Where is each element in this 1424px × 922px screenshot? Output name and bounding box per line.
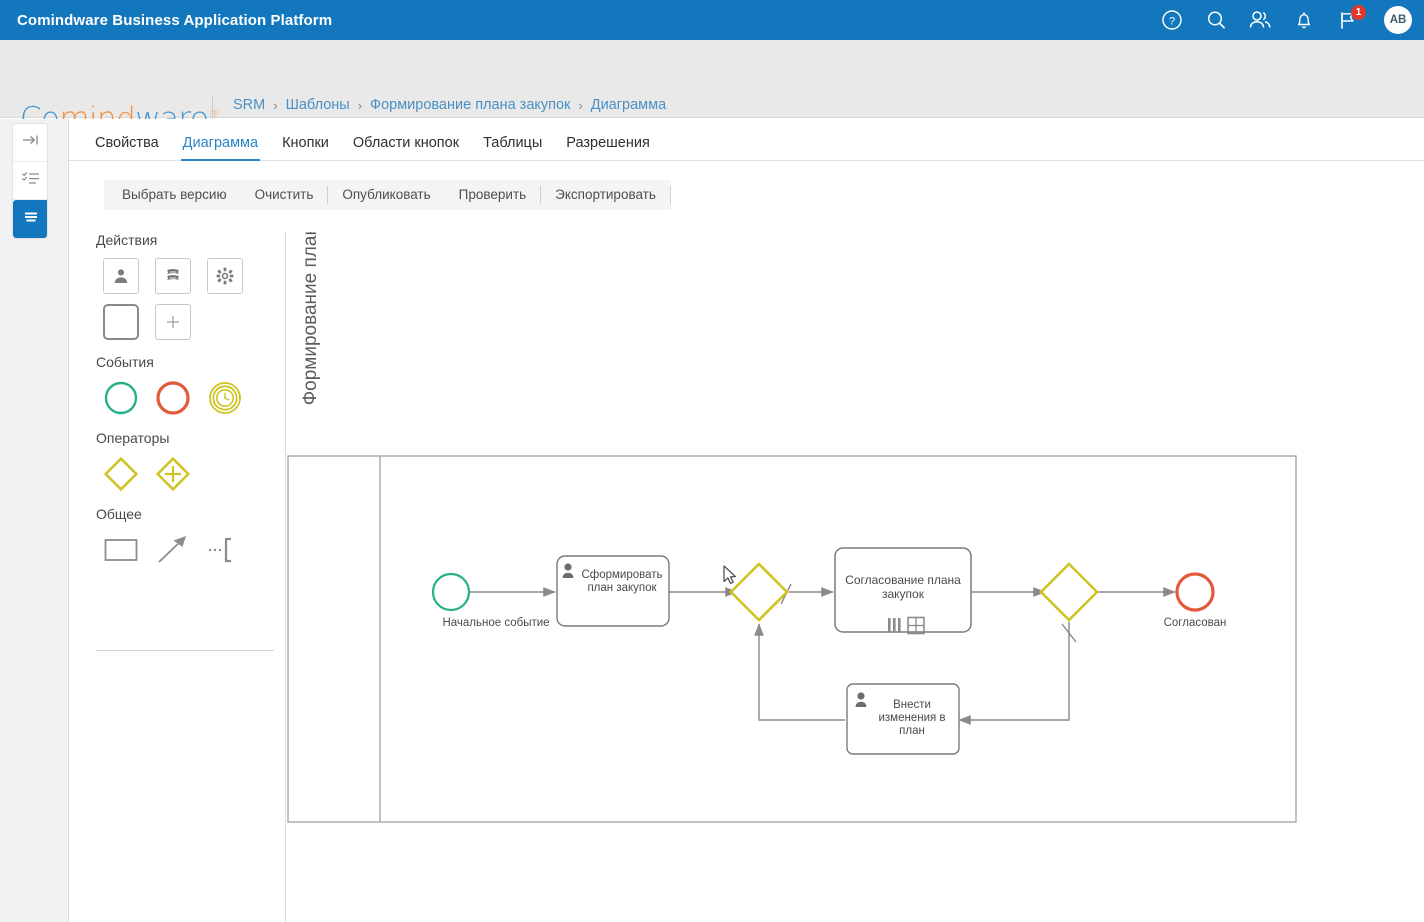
breadcrumb-item-process[interactable]: Формирование плана закупок [370,97,571,113]
select-version-button[interactable]: Выбрать версию [122,187,227,202]
export-button[interactable]: Экспортировать [555,187,656,202]
palette-section-gateways: Операторы [96,430,285,492]
palette-row [96,380,285,416]
arrow-connector-icon[interactable] [155,532,191,568]
left-icon-rail [0,119,69,922]
menu-lines-icon [21,209,41,230]
tab-permissions[interactable]: Разрешения [566,135,650,151]
breadcrumb-separator: › [273,97,278,113]
header-divider [212,95,213,141]
user-task-marker-1 [562,563,574,578]
breadcrumb-item-diagram[interactable]: Диаграмма [590,97,667,113]
palette-section-actions: Действия [96,232,285,340]
task-node-form-plan [556,555,670,627]
svg-text:?: ? [1169,15,1175,27]
bpmn-svg [287,455,1297,823]
bell-icon[interactable] [1292,8,1316,32]
palette-section-title: События [96,354,154,370]
flag-icon[interactable]: 1 [1336,5,1366,32]
toolbar-separator [669,186,671,204]
breadcrumb-item-srm[interactable]: SRM [233,97,266,113]
start-event-node [431,572,471,612]
task-node-approve-plan [834,547,972,633]
app-title: Comindware Business Application Platform [17,11,333,29]
end-event-icon[interactable] [155,380,191,416]
check-button[interactable]: Проверить [458,187,527,202]
breadcrumb-separator: › [357,97,363,113]
palette-section-general: Общее [96,506,285,568]
timer-event-icon[interactable] [207,380,243,416]
collapse-panel-button[interactable] [13,124,47,162]
toolbar-separator [327,186,329,204]
page-header: Comindware® SRM › Шаблоны › Формирование… [0,40,1424,141]
service-task-icon[interactable] [207,258,243,294]
multi-instance-parallel-marker [888,618,901,632]
users-icon[interactable] [1248,8,1272,32]
tab-tables[interactable]: Таблицы [483,135,543,151]
gateway-node-2 [1039,562,1099,622]
default-flow-marker-2 [1061,623,1077,643]
diagram-canvas[interactable]: Формирование плана закупок Начальное соб… [287,232,1424,922]
help-icon[interactable]: ? [1160,8,1184,32]
rail-button-group [12,123,48,239]
pool-boundary [287,455,1297,823]
collapse-panel-icon [21,132,41,153]
checklist-button[interactable] [13,162,47,200]
clear-button[interactable]: Очистить [254,187,314,202]
gateway-node-1 [729,562,789,622]
tab-bar: Свойства Диаграмма Кнопки Области кнопок… [69,119,1424,161]
parallel-gateway-icon[interactable] [155,456,191,492]
task-node-make-changes [846,683,960,755]
tab-diagram[interactable]: Диаграмма [171,135,270,161]
mouse-cursor [723,565,736,585]
search-icon[interactable] [1204,8,1228,32]
annotation-icon[interactable] [207,532,243,568]
toolbar-separator [540,186,542,204]
tab-properties[interactable]: Свойства [95,135,159,151]
breadcrumb: SRM › Шаблоны › Формирование плана закуп… [233,97,666,113]
palette-divider [96,650,274,651]
flow-gw2-to-task3 [958,622,1070,725]
user-task-marker-2 [855,692,867,707]
main-content: Свойства Диаграмма Кнопки Области кнопок… [69,119,1424,922]
user-task-icon[interactable] [103,258,139,294]
subprocess-task-icon[interactable] [103,304,139,340]
tab-buttons[interactable]: Кнопки [282,135,329,151]
script-task-icon[interactable] [155,258,191,294]
palette-row [96,456,285,492]
diagram-toolbar: Выбрать версию Очистить Опубликовать Про… [104,180,671,210]
start-event-icon[interactable] [103,380,139,416]
palette-row [96,304,285,340]
menu-lines-button[interactable] [13,200,47,238]
shape-palette: Действия [96,232,286,922]
end-event-node [1175,572,1215,612]
top-app-bar: Comindware Business Application Platform… [0,0,1424,40]
palette-row [96,258,285,294]
palette-row [96,532,285,568]
table-marker [907,616,925,635]
tab-button-areas[interactable]: Области кнопок [352,135,460,151]
palette-section-title: Действия [96,232,158,248]
expanded-subprocess-icon[interactable] [155,304,191,340]
checklist-icon [21,170,41,191]
palette-section-title: Общее [96,506,142,522]
rectangle-shape-icon[interactable] [103,532,139,568]
top-bar-icon-group: ? [1160,0,1412,40]
exclusive-gateway-icon[interactable] [103,456,139,492]
breadcrumb-item-templates[interactable]: Шаблоны [285,97,350,113]
palette-section-title: Операторы [96,430,170,446]
flow-task3-to-gw1 [754,623,845,721]
breadcrumb-separator: › [578,97,583,113]
palette-section-events: События [96,354,285,416]
avatar[interactable]: AB [1384,6,1412,34]
publish-button[interactable]: Опубликовать [342,187,431,202]
notification-badge: 1 [1351,5,1366,20]
